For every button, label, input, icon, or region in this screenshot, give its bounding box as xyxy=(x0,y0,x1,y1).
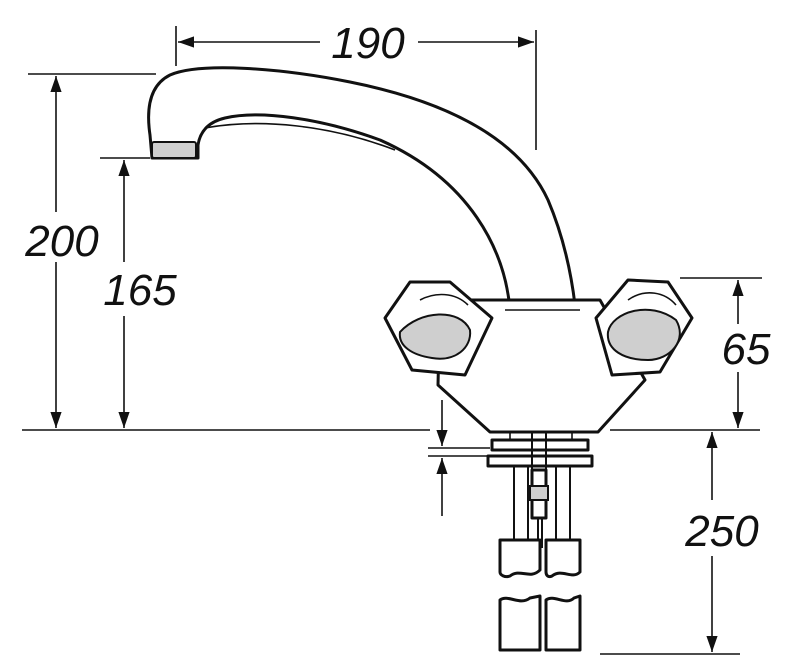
dimension-label-65: 65 xyxy=(722,325,771,374)
dimension-spout-height: 165 xyxy=(100,157,177,428)
dimension-label-200: 200 xyxy=(24,217,99,266)
supply-tails-upper xyxy=(498,466,582,579)
deck-thickness-indicator xyxy=(428,400,490,516)
dimension-total-height: 200 xyxy=(24,73,156,428)
dimension-label-165: 165 xyxy=(103,266,177,315)
dimension-handle-height: 65 xyxy=(680,277,771,428)
dimension-label-190: 190 xyxy=(331,19,405,68)
dimension-spout-reach: 190 xyxy=(175,19,537,150)
spout-outlet xyxy=(151,141,197,159)
faucet-body xyxy=(147,66,694,652)
dimension-label-250: 250 xyxy=(684,507,759,556)
mounting-hardware xyxy=(486,431,594,548)
faucet-base xyxy=(436,298,647,434)
right-handle-grip xyxy=(606,308,681,362)
left-handle-grip xyxy=(398,313,472,360)
supply-tails-lower xyxy=(498,594,582,652)
dimension-tail-length: 250 xyxy=(600,432,759,655)
faucet-spout xyxy=(147,66,577,312)
